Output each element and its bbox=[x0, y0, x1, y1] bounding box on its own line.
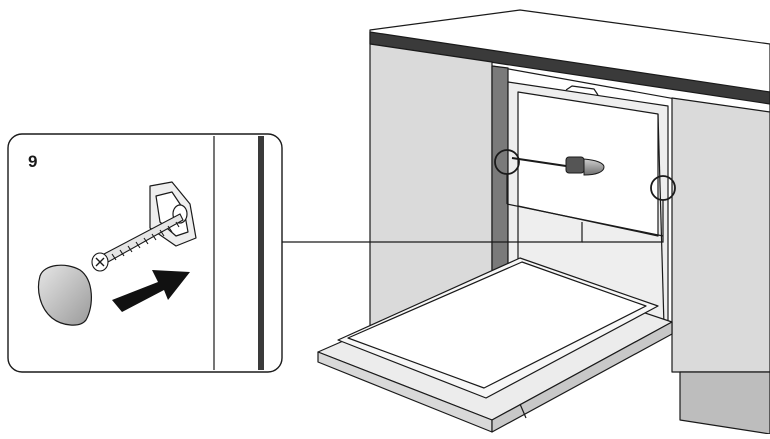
door-hinge-mark bbox=[519, 403, 527, 419]
push-arrow-icon bbox=[112, 270, 190, 312]
detail-callout bbox=[7, 133, 283, 373]
screwdriver-icon bbox=[511, 156, 605, 176]
screw-icon bbox=[91, 213, 184, 272]
step-number: 9 bbox=[28, 152, 38, 171]
worktop-edge bbox=[369, 31, 770, 105]
door-inner-raised bbox=[347, 261, 647, 389]
dishwasher-door bbox=[317, 257, 673, 433]
tub-top-notch bbox=[565, 85, 599, 96]
right-plinth bbox=[679, 371, 770, 435]
door-thickness-right bbox=[491, 321, 673, 433]
callout-leader bbox=[281, 174, 664, 243]
tub-right-edge bbox=[657, 113, 665, 327]
callout-frame bbox=[7, 133, 283, 373]
cover-cap-icon bbox=[37, 264, 92, 326]
right-cabinet-panel bbox=[671, 97, 770, 373]
